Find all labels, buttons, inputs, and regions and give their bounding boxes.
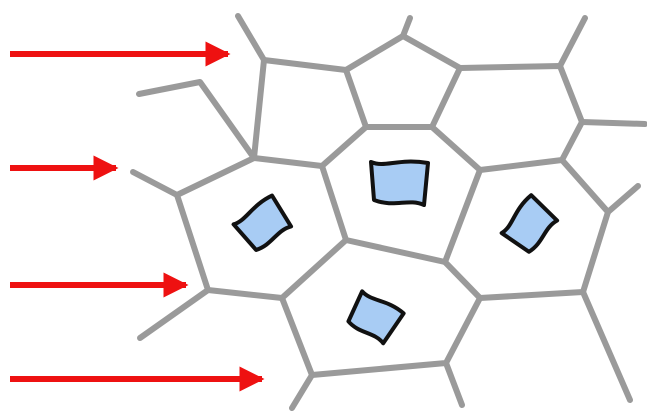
organelles [231, 159, 560, 346]
cell-wall-bottom [279, 295, 483, 378]
cell-wall-upper-left [251, 57, 369, 169]
cell-wall-bottom-spike-left [289, 372, 315, 411]
flag-shaped-organelle-icon [346, 289, 406, 346]
cell-wall-lower-left-spike [137, 287, 211, 341]
cell-wall-right-spike-top [579, 119, 647, 127]
cell-wall-top-spike [400, 15, 413, 39]
cell-wall-upper-right [457, 63, 585, 173]
flag-shaped-organelle-icon [231, 193, 294, 252]
cell-wall-left-cell [174, 155, 349, 301]
cell-wall-upper-right-spike [557, 15, 588, 69]
cell-wall-right-spike-mid [605, 183, 641, 215]
cell-wall-upper-left-spike [235, 13, 267, 63]
flag-shaped-organelle-icon [369, 159, 430, 207]
flag-shaped-organelle-icon [499, 193, 560, 254]
cell-wall-right-spike-bottom [580, 289, 633, 403]
arrows [10, 41, 265, 392]
cell-wall-top-pentagon [343, 33, 463, 130]
cell-wall-far-left-top [136, 79, 257, 161]
cell-walls [130, 13, 647, 411]
cell-wall-left-spike [130, 169, 180, 198]
cell-wall-bottom-spike-right [443, 360, 465, 408]
